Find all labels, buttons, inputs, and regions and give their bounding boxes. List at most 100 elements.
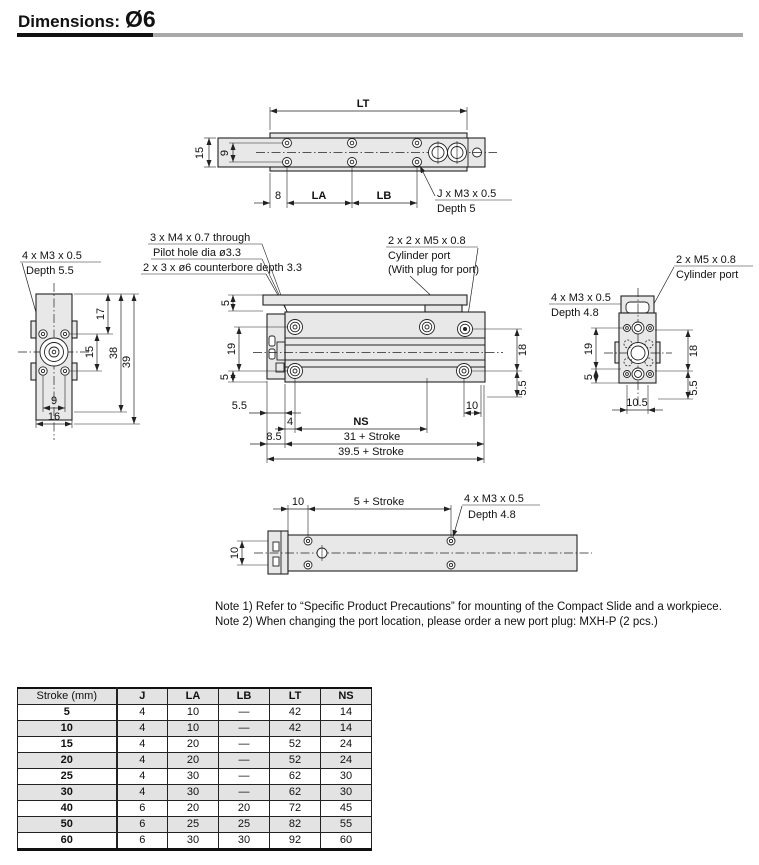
col-header-ns: NS <box>320 687 372 705</box>
side-view-counterbore-holes <box>287 319 473 379</box>
cell-stroke: 25 <box>17 768 118 785</box>
cell-ns: 30 <box>320 784 372 801</box>
side-view-dim-4: 4 <box>287 416 293 428</box>
bottom-view-cap <box>267 530 289 575</box>
bottom-view-dim-10-top: 10 <box>292 496 304 508</box>
left-view-dim-39: 39 <box>121 356 133 368</box>
cell-lb: — <box>218 720 270 737</box>
cell-la: 10 <box>167 720 219 737</box>
title-rule-gray <box>153 33 743 37</box>
left-end-view-drawing: 4 x M3 x 0.5 Depth 5.5 <box>18 250 140 440</box>
cell-stroke: 50 <box>17 816 118 833</box>
cell-stroke: 10 <box>17 720 118 737</box>
right-view-thread-depth: Depth 4.8 <box>551 307 599 319</box>
top-view-thread-depth: Depth 5 <box>437 203 476 215</box>
side-view-port-label-1: 2 x 2 x M5 x 0.8 <box>388 235 466 247</box>
cell-la: 30 <box>167 768 219 785</box>
right-view-dim-55: 5.5 <box>688 380 700 395</box>
side-view-body <box>284 311 486 383</box>
right-end-view-drawing: 2 x M5 x 0.8 Cylinder port 4 x M3 x 0.5 … <box>549 254 753 414</box>
cell-lb: 30 <box>218 832 270 850</box>
cell-la: 20 <box>167 800 219 817</box>
col-header-lt: LT <box>269 687 321 705</box>
table-row: 30 4 30 — 62 30 <box>17 784 372 801</box>
top-view-dim-lb: LB <box>377 190 392 202</box>
cell-stroke: 40 <box>17 800 118 817</box>
cell-lt: 92 <box>269 832 321 850</box>
cell-lb: — <box>218 768 270 785</box>
cell-stroke: 15 <box>17 736 118 753</box>
table-header-row: Stroke (mm) J LA LB LT NS <box>17 687 372 705</box>
cell-lt: 82 <box>269 816 321 833</box>
cell-la: 30 <box>167 832 219 850</box>
side-view-dim-395s: 39.5 + Stroke <box>338 446 404 458</box>
cell-ns: 24 <box>320 736 372 753</box>
side-view-mount-label-3: 2 x 3 x ø6 counterbore depth 3.3 <box>143 262 302 274</box>
right-view-dim-19: 19 <box>583 343 595 355</box>
right-view-port-label-1: 2 x M5 x 0.8 <box>676 254 736 266</box>
bottom-view-thread-label: 4 x M3 x 0.5 <box>464 493 524 505</box>
right-view-thread-label: 4 x M3 x 0.5 <box>551 292 611 304</box>
table-row: 5 4 10 — 42 14 <box>17 704 372 721</box>
right-view-port-label-2: Cylinder port <box>676 269 738 281</box>
cell-j: 4 <box>116 736 168 753</box>
cell-ns: 14 <box>320 704 372 721</box>
side-view-mount-label-1: 3 x M4 x 0.7 through <box>150 232 250 244</box>
title-rule-black <box>17 33 153 37</box>
table-row: 15 4 20 — 52 24 <box>17 736 372 753</box>
right-view-holes <box>623 321 654 381</box>
cell-stroke: 60 <box>17 832 118 850</box>
side-view-port-label-3: (With plug for port) <box>388 264 479 276</box>
table-row: 40 6 20 20 72 45 <box>17 800 372 817</box>
cell-j: 6 <box>116 800 168 817</box>
cell-lb: 25 <box>218 816 270 833</box>
top-view-mount-holes <box>282 138 422 167</box>
table-row: 60 6 30 30 92 60 <box>17 832 372 850</box>
stroke-dimension-table: Stroke (mm) J LA LB LT NS 5 4 10 — 42 14… <box>17 687 372 851</box>
cell-stroke: 5 <box>17 704 118 721</box>
cell-la: 25 <box>167 816 219 833</box>
left-view-dim-17: 17 <box>95 308 107 320</box>
side-view-dim-31s: 31 + Stroke <box>344 431 401 443</box>
cell-lb: — <box>218 784 270 801</box>
note-2: Note 2) When changing the port location,… <box>215 616 658 628</box>
cell-lb: — <box>218 752 270 769</box>
table-row: 20 4 20 — 52 24 <box>17 752 372 769</box>
cell-ns: 24 <box>320 752 372 769</box>
cell-j: 4 <box>116 720 168 737</box>
side-view-dim-55-left: 5.5 <box>232 400 247 412</box>
cell-ns: 60 <box>320 832 372 850</box>
cell-lt: 62 <box>269 784 321 801</box>
bottom-view-holes <box>303 536 456 570</box>
left-view-dim-38: 38 <box>108 347 120 359</box>
page-title: Dimensions:Ø6 <box>18 6 156 33</box>
side-view-dim-55-right: 5.5 <box>517 380 529 395</box>
side-view-dim-19: 19 <box>226 343 238 355</box>
col-header-lb: LB <box>218 687 270 705</box>
cell-lb: 20 <box>218 800 270 817</box>
bottom-view-thread-depth: Depth 4.8 <box>468 509 516 521</box>
top-view-dim-8: 8 <box>275 190 281 202</box>
left-view-dim-9: 9 <box>51 395 57 407</box>
side-view-table-plate <box>262 294 468 306</box>
col-header-j: J <box>116 687 168 705</box>
right-view-dim-5: 5 <box>583 374 595 380</box>
left-view-center-bore <box>39 337 69 367</box>
left-view-mount-holes <box>38 329 70 376</box>
side-view-mount-label-2: Pilot hole dia ø3.3 <box>153 247 241 259</box>
cell-la: 10 <box>167 704 219 721</box>
cell-ns: 14 <box>320 720 372 737</box>
cell-la: 20 <box>167 736 219 753</box>
side-view-dim-ns: NS <box>353 416 368 428</box>
cell-j: 4 <box>116 768 168 785</box>
bottom-view-dim-10-left: 10 <box>229 547 241 559</box>
cell-lt: 42 <box>269 704 321 721</box>
cell-stroke: 20 <box>17 752 118 769</box>
table-row: 50 6 25 25 82 55 <box>17 816 372 833</box>
top-view-dim-la: LA <box>312 190 327 202</box>
side-view-dim-85: 8.5 <box>266 431 281 443</box>
top-view-dim-lt: LT <box>357 98 370 110</box>
